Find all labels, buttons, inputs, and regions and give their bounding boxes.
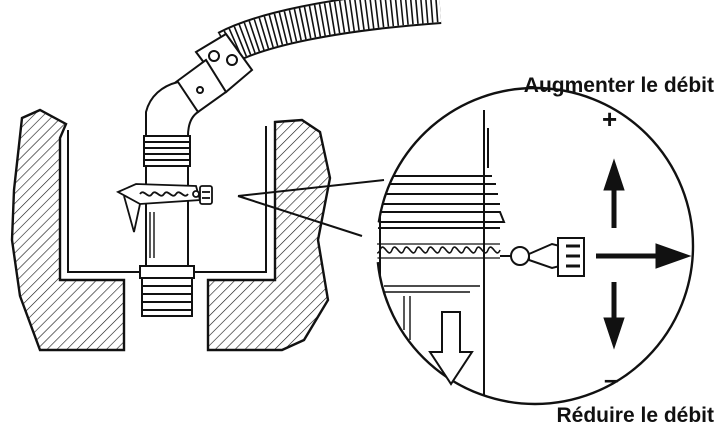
zoom-pointer: [237, 179, 385, 237]
adjustment-knob-icon: [510, 237, 585, 277]
flexible-hose: [217, 0, 442, 65]
zoom-detail-circle: [375, 86, 695, 406]
minus-sign: –: [604, 364, 619, 394]
increase-flow-label: Augmenter le débit: [523, 74, 714, 97]
hollow-arrow-down-icon: [428, 311, 474, 386]
adjustment-clamp-small: [115, 183, 213, 233]
venturi-pipe: [139, 135, 195, 317]
skimmer-wall-right: [206, 118, 332, 352]
arrow-up-icon: [603, 158, 625, 228]
plus-sign: +: [602, 104, 618, 134]
arrow-right-icon: [596, 243, 692, 269]
arrow-down-icon: [603, 282, 625, 350]
reduce-flow-label: Réduire le débit: [556, 404, 714, 427]
